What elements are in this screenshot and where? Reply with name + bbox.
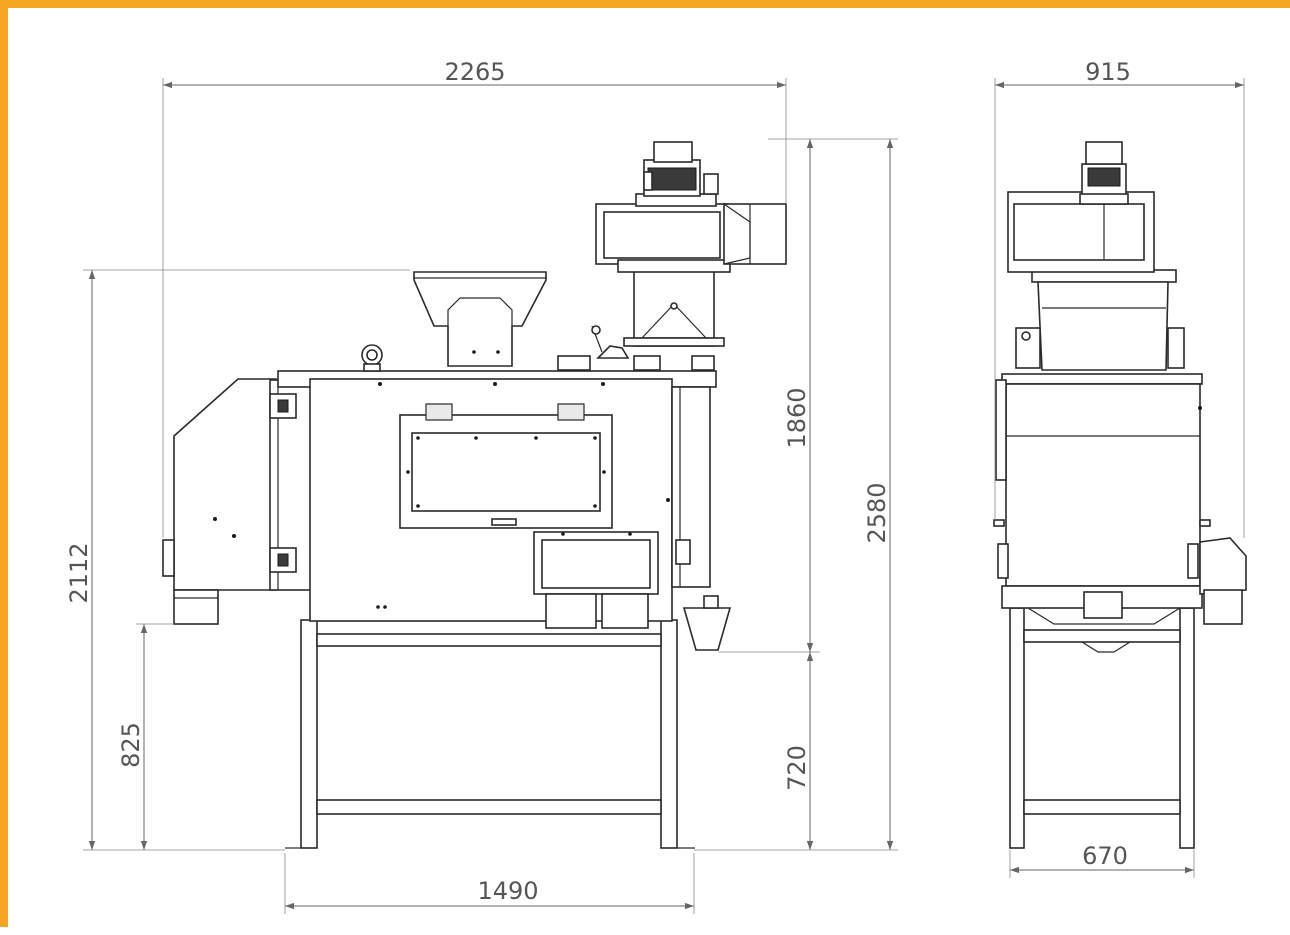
main-body <box>277 370 717 629</box>
side-body <box>993 373 1247 653</box>
side-top-parts <box>1007 141 1185 371</box>
dimensions: 2265 915 1860 2580 2112 825 720 1490 670 <box>65 58 1245 914</box>
dim-height-upper: 1860 <box>783 387 811 448</box>
fan-assembly <box>595 141 787 347</box>
dim-outlet-height: 825 <box>117 722 145 768</box>
front-view <box>162 141 787 849</box>
technical-drawing: 2265 915 1860 2580 2112 825 720 1490 670 <box>65 58 1247 914</box>
dim-width: 915 <box>1085 58 1131 86</box>
front-top-parts <box>361 271 715 372</box>
discharge-chute <box>682 595 732 651</box>
dim-overall-length: 2265 <box>444 58 505 86</box>
dim-leg-spacing-front: 1490 <box>477 877 538 905</box>
dim-overall-height: 2580 <box>863 482 891 543</box>
side-stand <box>1009 607 1195 849</box>
left-housing <box>162 378 313 625</box>
dim-leg-spacing-side: 670 <box>1082 842 1128 870</box>
front-stand <box>285 619 695 849</box>
dim-hopper-height: 2112 <box>65 542 93 603</box>
dim-frame-height: 720 <box>783 745 811 791</box>
side-view <box>993 141 1247 849</box>
